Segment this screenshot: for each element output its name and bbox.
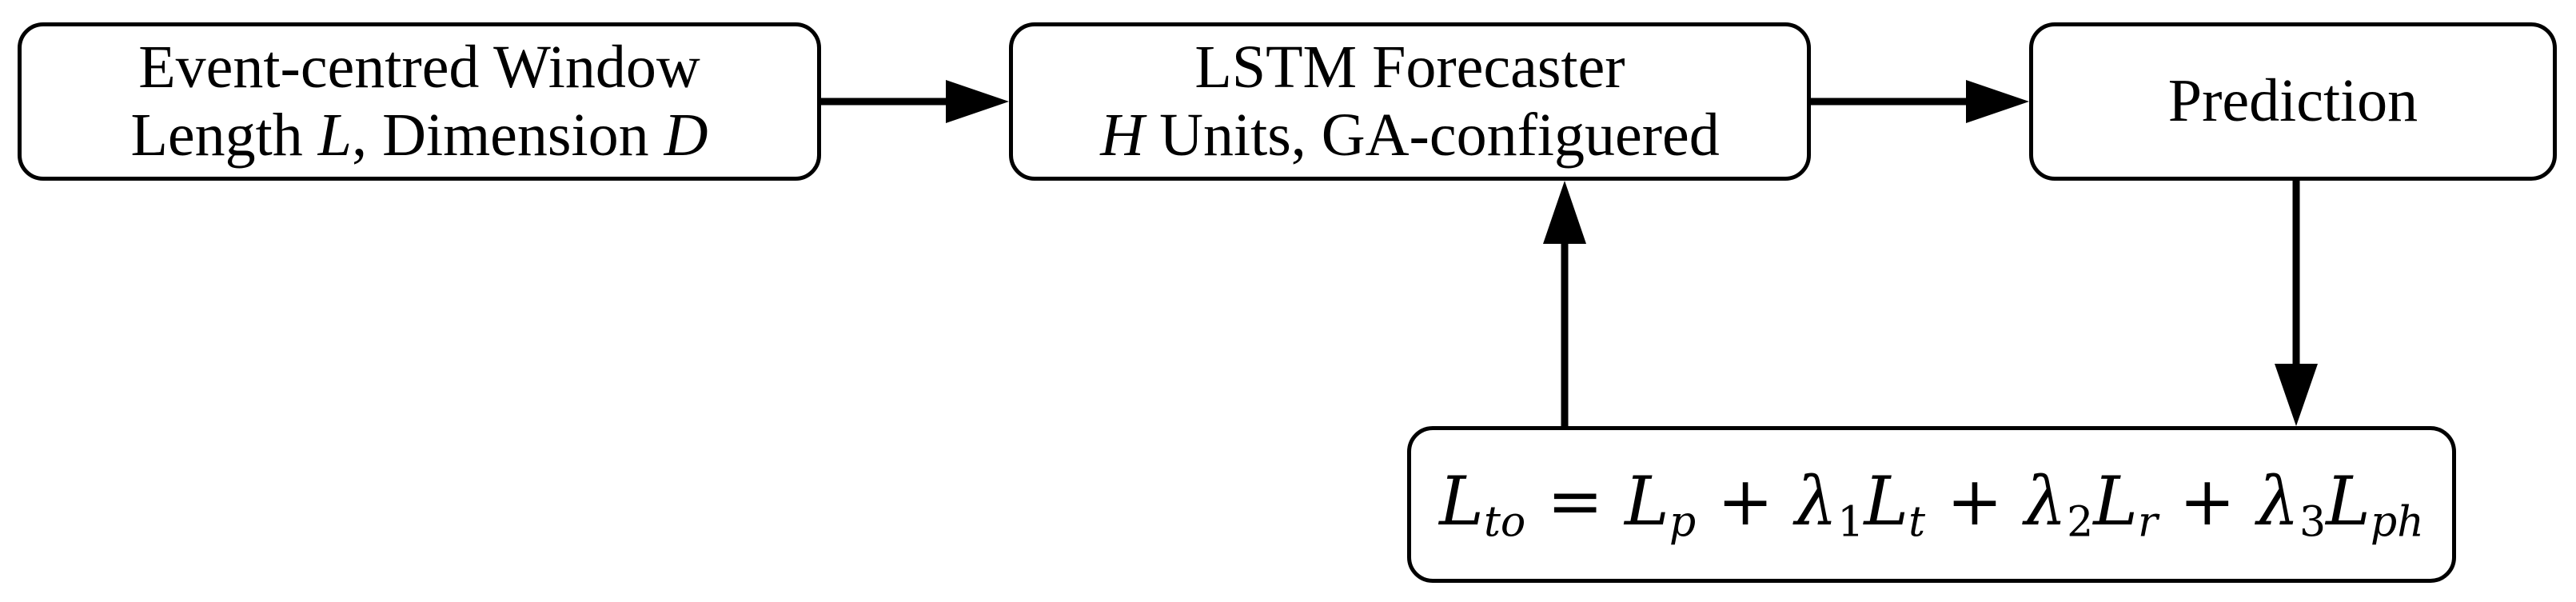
arrow-loss-to-lstm [1543,181,1586,426]
lambda-3-symbol: λ [2256,461,2299,540]
event-window-params: Length L, Dimension D [131,102,708,169]
loss-p-subscript: p [1669,498,1697,547]
lambda-1-symbol: λ [1794,461,1838,540]
loss-t-subscript: t [1908,498,1926,547]
lambda-1-subscript: 1 [1837,498,1864,547]
lambda-2-symbol: λ [2024,461,2068,540]
lstm-params: H Units, GA-configuered [1100,102,1720,169]
loss-r-subscript: r [2138,498,2158,547]
loss-p-symbol: L [1625,461,1669,540]
arrow-window-to-lstm [821,80,1009,123]
loss-total-symbol: L [1439,461,1484,540]
loss-ph-symbol: L [2326,461,2371,540]
lambda-3-subscript: 3 [2299,498,2327,547]
length-label: Length [130,102,318,169]
arrow-prediction-to-loss [2275,181,2318,426]
loss-formula: Lto = Lp + λ1Lt + λ2Lr + λ3Lph [1439,464,2424,546]
arrow-lstm-to-prediction [1811,80,2029,123]
lstm-title: LSTM Forecaster [1194,33,1625,101]
loss-total-subscript: to [1483,498,1526,547]
equals-sign: = [1525,461,1625,540]
plus-sign: + [1696,461,1795,540]
units-variable: H [1100,102,1145,169]
prediction-label: Prediction [2167,67,2418,135]
loss-t-symbol: L [1864,461,1909,540]
event-window-box: Event-centred Window Length L, Dimension… [18,22,821,181]
dimension-label: , Dimension [352,102,664,169]
units-label: Units, GA-configuered [1144,102,1720,169]
dimension-variable: D [664,102,708,169]
plus-sign: + [1925,461,2024,540]
lstm-forecaster-box: LSTM Forecaster H Units, GA-configuered [1009,22,1811,181]
loss-ph-subscript: ph [2370,498,2424,547]
lambda-2-subscript: 2 [2067,498,2094,547]
length-variable: L [317,102,353,169]
plus-sign: + [2157,461,2257,540]
event-window-title: Event-centred Window [138,33,700,101]
loss-r-symbol: L [2093,461,2139,540]
prediction-box: Prediction [2029,22,2557,181]
loss-function-box: Lto = Lp + λ1Lt + λ2Lr + λ3Lph [1407,426,2456,583]
